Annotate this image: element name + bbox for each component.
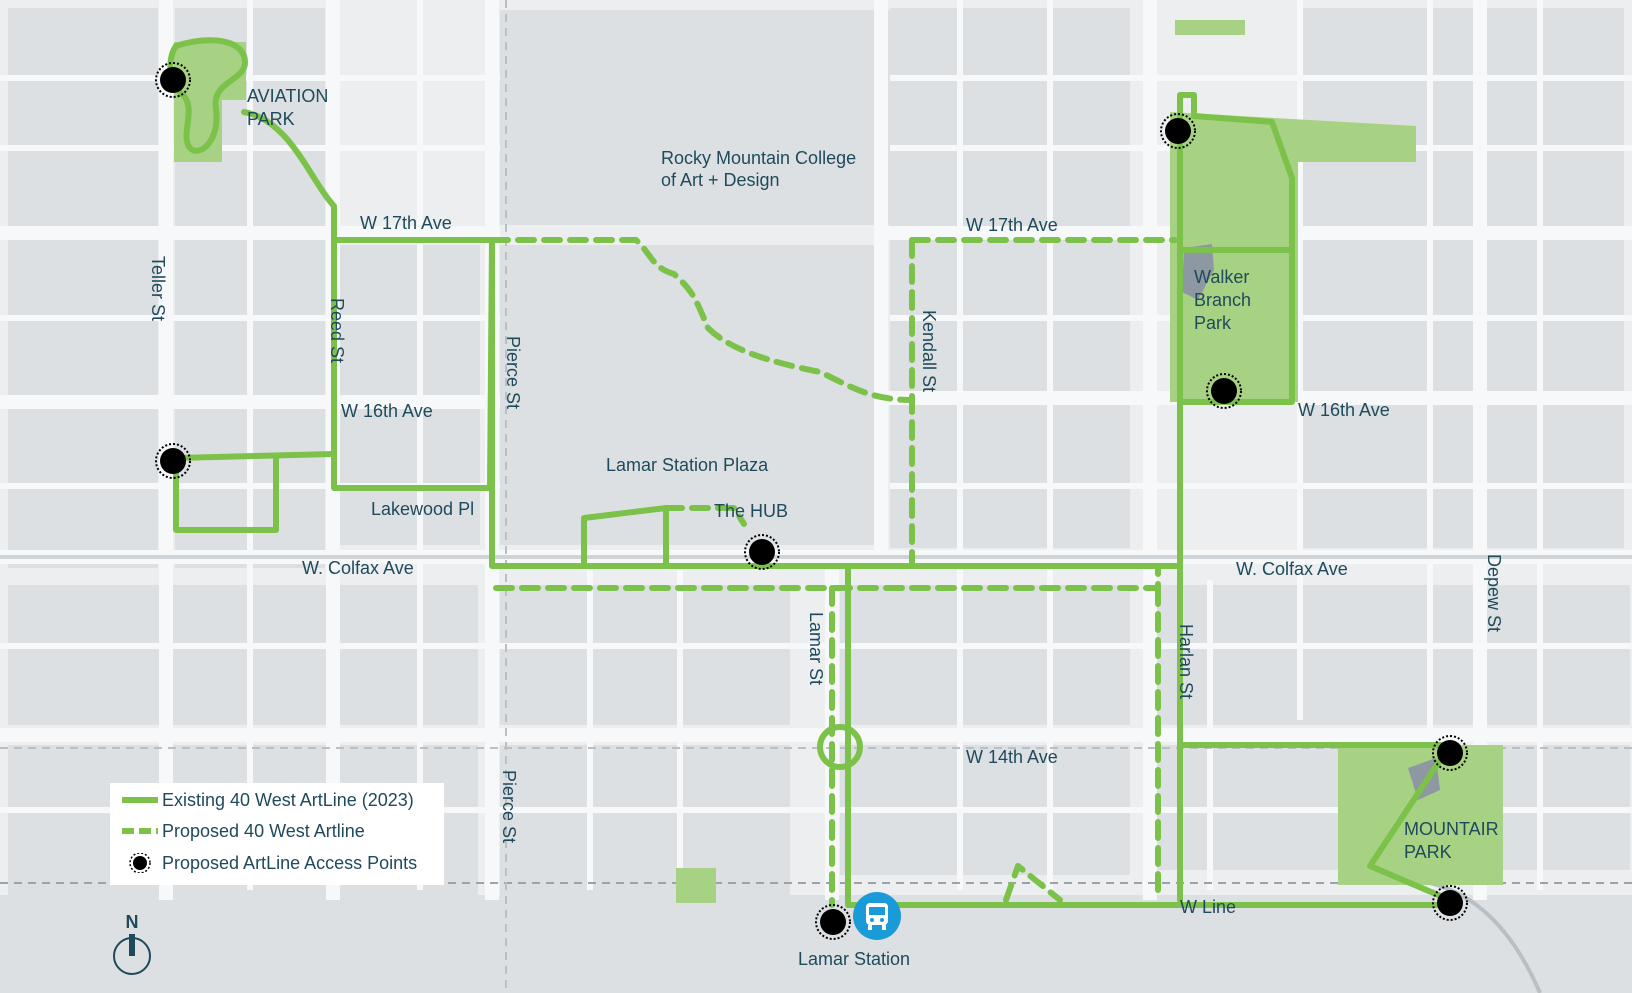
solid-line-icon (122, 797, 158, 803)
map-legend: Existing 40 West ArtLine (2023) Proposed… (110, 783, 444, 885)
walker-green-top (1175, 20, 1245, 35)
street-harlan: Harlan St (1176, 624, 1196, 699)
street-teller: Teller St (148, 256, 168, 321)
access-point-icon (1206, 373, 1242, 409)
legend-proposed: Proposed 40 West Artline (118, 817, 365, 845)
street-pierce-south: Pierce St (499, 770, 519, 843)
access-point-icon (1160, 113, 1196, 149)
street-w-line: W Line (1180, 897, 1236, 917)
access-point-icon (1432, 735, 1468, 771)
street-lakewood: Lakewood Pl (371, 499, 474, 519)
access-point-icon (129, 853, 151, 873)
legend-existing: Existing 40 West ArtLine (2023) (118, 786, 414, 814)
bus-icon (853, 892, 901, 940)
dashed-line-icon (122, 828, 158, 834)
street-w17th-right: W 17th Ave (966, 215, 1058, 235)
street-w17th-left: W 17th Ave (360, 213, 452, 233)
street-colfax-left: W. Colfax Ave (302, 558, 414, 578)
street-lamar: Lamar St (806, 612, 826, 685)
access-point-icon (155, 62, 191, 98)
aviation-park (174, 42, 246, 162)
small-park (676, 868, 716, 903)
street-w16th-right: W 16th Ave (1298, 400, 1390, 420)
city-blocks (0, 8, 1632, 993)
legend-access-label: Proposed ArtLine Access Points (162, 852, 418, 873)
legend-existing-label: Existing 40 West ArtLine (2023) (162, 789, 414, 810)
street-reed: Reed St (327, 298, 347, 363)
street-pierce-north: Pierce St (503, 336, 523, 409)
street-w16th-left: W 16th Ave (341, 401, 433, 421)
access-point-icon (744, 534, 780, 570)
street-depew: Depew St (1484, 554, 1504, 632)
access-point-icon (1432, 885, 1468, 921)
street-labels: W 17th Ave W 17th Ave Teller St Reed St … (148, 213, 1504, 917)
access-points (155, 62, 1468, 940)
proposed-artline (489, 237, 1178, 908)
lamar-station-label: Lamar Station (798, 949, 910, 969)
north-arrow-icon: N (113, 912, 151, 975)
existing-artline (167, 37, 1453, 908)
street-w14th: W 14th Ave (966, 747, 1058, 767)
rail-curve (1429, 881, 1542, 993)
access-point-icon (155, 443, 191, 479)
walker-pond (1182, 244, 1214, 300)
lamar-roundabout (817, 724, 863, 770)
legend-access: Proposed ArtLine Access Points (118, 849, 417, 877)
legend-proposed-label: Proposed 40 West Artline (162, 820, 365, 841)
street-kendall: Kendall St (919, 310, 939, 392)
compass-north-label: N (126, 912, 139, 932)
lamar-station-plaza-label: Lamar Station Plaza (606, 455, 769, 475)
street-colfax-right: W. Colfax Ave (1236, 559, 1348, 579)
the-hub-label: The HUB (714, 501, 788, 521)
access-point-icon (815, 904, 851, 940)
